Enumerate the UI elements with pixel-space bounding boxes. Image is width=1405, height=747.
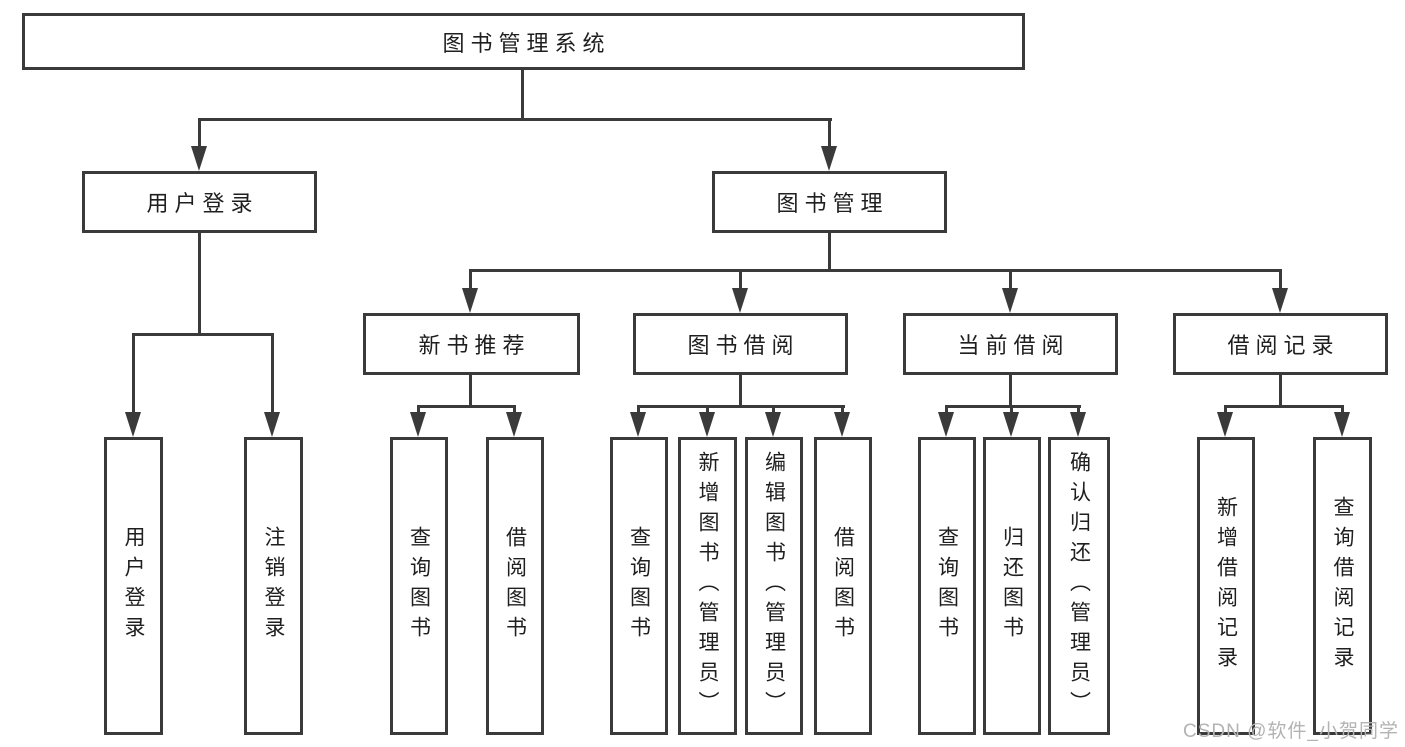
node-book-management: 图书管理: [712, 171, 947, 233]
node-leaf-borrow-books-recommend: 借阅图书: [486, 437, 544, 735]
edge-root-bus: [198, 118, 832, 121]
node-book-borrowing-label: 图书借阅: [687, 333, 800, 358]
arrow-down-icon: [191, 146, 207, 171]
arrow-down-icon: [821, 146, 837, 171]
edge-drop: [1077, 405, 1080, 415]
arrow-down-icon: [125, 412, 141, 437]
node-leaf-add-borrow-record-label: 新增借阅记录: [1214, 496, 1238, 676]
node-user-login-label: 用户登录: [146, 191, 259, 216]
edge-bookmgmt-bus: [469, 269, 1282, 272]
edge-drop-book-borrow: [739, 269, 742, 290]
node-leaf-query-books-borrow: 查询图书: [610, 437, 668, 735]
edge-drop-leaf-user-login: [132, 333, 135, 414]
edge-drop-current-borrow: [1009, 269, 1012, 290]
edge-currentborrow-bus: [945, 405, 1081, 408]
arrow-down-icon: [834, 412, 850, 437]
edge-drop: [1341, 405, 1344, 415]
node-leaf-logout-login: 注销登录: [244, 437, 303, 735]
node-leaf-confirm-return-admin-label: 确认归还（管理员）: [1067, 451, 1091, 721]
arrow-down-icon: [699, 412, 715, 437]
arrow-down-icon: [1272, 288, 1288, 313]
arrow-down-icon: [1070, 412, 1086, 437]
node-leaf-return-books-label: 归还图书: [1000, 526, 1024, 646]
edge-root-stem: [521, 70, 524, 118]
node-leaf-query-books-borrow-label: 查询图书: [627, 526, 651, 646]
node-leaf-user-login: 用户登录: [104, 437, 163, 735]
csdn-watermark: CSDN @软件_小贺同学: [1183, 721, 1399, 742]
edge-drop: [1010, 405, 1013, 415]
node-leaf-return-books: 归还图书: [983, 437, 1041, 735]
edge-currentborrow-stem: [1009, 375, 1012, 407]
edge-bookborrow-bus: [637, 405, 845, 408]
edge-newbook-stem: [469, 375, 472, 407]
arrow-down-icon: [462, 288, 478, 313]
edge-drop: [945, 405, 948, 415]
node-book-borrowing: 图书借阅: [633, 313, 848, 375]
node-user-login: 用户登录: [82, 171, 317, 233]
node-book-management-label: 图书管理: [776, 191, 889, 216]
node-leaf-add-borrow-record: 新增借阅记录: [1197, 437, 1255, 735]
node-leaf-borrow-books-label: 借阅图书: [831, 526, 855, 646]
node-leaf-query-borrow-record: 查询借阅记录: [1313, 437, 1372, 735]
edge-drop-new-book: [469, 269, 472, 290]
edge-newbook-bus: [417, 405, 516, 408]
edge-drop: [1224, 405, 1227, 415]
edge-borrowrecord-bus: [1224, 405, 1344, 408]
node-current-borrowing: 当前借阅: [903, 313, 1118, 375]
edge-drop: [417, 405, 420, 415]
edge-drop: [706, 405, 709, 415]
node-leaf-logout-login-label: 注销登录: [262, 526, 286, 646]
node-leaf-confirm-return-admin: 确认归还（管理员）: [1048, 437, 1110, 735]
node-root-system: 图书管理系统: [22, 13, 1025, 70]
edge-borrowrecord-stem: [1279, 375, 1282, 407]
node-new-book-recommend-label: 新书推荐: [418, 333, 531, 358]
edge-bookmgmt-stem: [828, 233, 831, 271]
edge-drop-book-mgmt: [828, 118, 831, 148]
arrow-down-icon: [938, 412, 954, 437]
edge-bookborrow-stem: [739, 375, 742, 407]
node-leaf-edit-books-admin-label: 编辑图书（管理员）: [762, 451, 786, 721]
node-leaf-borrow-books-recommend-label: 借阅图书: [503, 526, 527, 646]
arrow-down-icon: [506, 412, 522, 437]
arrow-down-icon: [1002, 288, 1018, 313]
node-leaf-query-books-current: 查询图书: [918, 437, 976, 735]
arrow-down-icon: [1003, 412, 1019, 437]
node-leaf-add-books-admin: 新增图书（管理员）: [678, 437, 737, 735]
edge-drop-user-login: [198, 118, 201, 148]
arrow-down-icon: [1217, 412, 1233, 437]
edge-drop: [513, 405, 516, 415]
arrow-down-icon: [264, 412, 280, 437]
node-leaf-add-books-admin-label: 新增图书（管理员）: [696, 451, 720, 721]
arrow-down-icon: [630, 412, 646, 437]
edge-drop: [772, 405, 775, 415]
edge-drop: [637, 405, 640, 415]
edge-userlogin-stem: [198, 233, 201, 335]
node-leaf-query-books-current-label: 查询图书: [935, 526, 959, 646]
node-borrowing-record-label: 借阅记录: [1227, 333, 1340, 358]
node-leaf-query-books-recommend: 查询图书: [390, 437, 448, 735]
arrow-down-icon: [765, 412, 781, 437]
node-leaf-borrow-books: 借阅图书: [814, 437, 872, 735]
edge-userlogin-bus: [132, 333, 274, 336]
edge-drop-leaf-logout: [271, 333, 274, 414]
edge-drop-borrow-record: [1279, 269, 1282, 290]
node-current-borrowing-label: 当前借阅: [957, 333, 1070, 358]
node-leaf-user-login-label: 用户登录: [122, 526, 146, 646]
node-borrowing-record: 借阅记录: [1173, 313, 1388, 375]
edge-drop: [841, 405, 844, 415]
node-leaf-query-borrow-record-label: 查询借阅记录: [1331, 496, 1355, 676]
node-new-book-recommend: 新书推荐: [363, 313, 580, 375]
node-leaf-edit-books-admin: 编辑图书（管理员）: [745, 437, 803, 735]
node-leaf-query-books-recommend-label: 查询图书: [407, 526, 431, 646]
arrow-down-icon: [732, 288, 748, 313]
node-root-label: 图书管理系统: [442, 30, 611, 56]
arrow-down-icon: [1334, 412, 1350, 437]
arrow-down-icon: [410, 412, 426, 437]
